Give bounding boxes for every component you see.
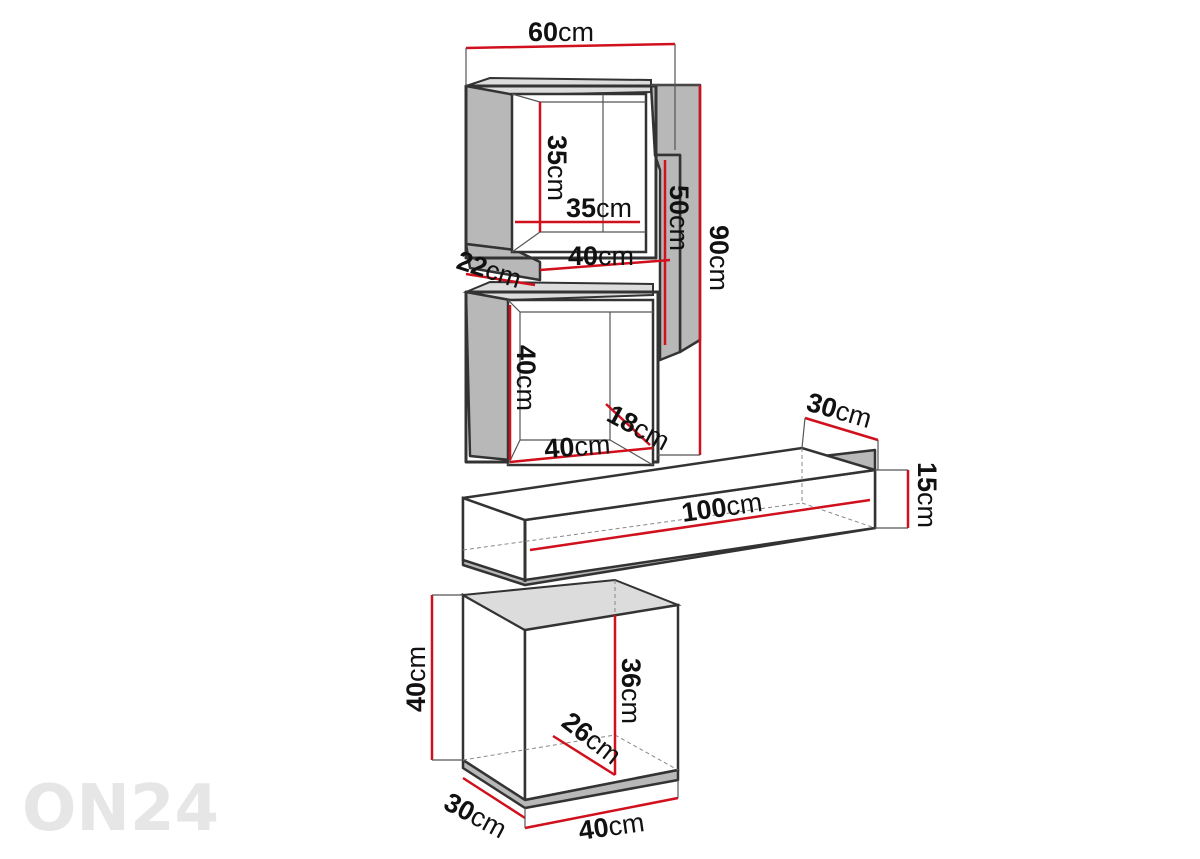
label-shelf-depth: 30cm — [803, 387, 875, 434]
top-cube-left-wall — [464, 84, 517, 252]
dim-line-shelf-length — [529, 498, 871, 552]
bottom-cube-front — [523, 603, 680, 802]
label-top-width: 60cm — [528, 17, 594, 47]
top-cube — [464, 76, 702, 362]
label-total-height: 90cm — [704, 225, 734, 291]
label-middle-width: 40cm — [543, 429, 611, 464]
dim-line-shelf-depth — [804, 416, 879, 442]
top-cube-frame — [464, 84, 658, 260]
label-side-height: 50cm — [664, 185, 694, 251]
label-bottom-height: 40cm — [401, 646, 431, 712]
middle-cube-left-wall — [464, 290, 512, 462]
side-panel-front — [653, 153, 682, 362]
label-middle-inner-height: 40cm — [511, 345, 541, 411]
label-top-inner-height: 35cm — [542, 135, 572, 201]
label-bottom-inner-height: 36cm — [616, 658, 646, 724]
dim-line-bottom-width — [524, 796, 679, 830]
dim-line-upper-depth — [465, 272, 536, 287]
label-top-outer-width: 40cm — [568, 241, 634, 271]
dim-line-top-width — [465, 42, 676, 50]
label-bottom-width: 40cm — [577, 807, 647, 846]
watermark-logo: ON24 — [22, 772, 219, 846]
top-cube-opening — [510, 92, 648, 254]
dim-line-top-outer-width — [539, 258, 671, 272]
label-shelf-length: 100cm — [680, 487, 764, 528]
bottom-cube — [459, 578, 682, 810]
dim-line-middle-width — [509, 446, 654, 464]
top-cube-bottom — [464, 242, 542, 282]
dim-line-bottom-depth — [462, 776, 526, 820]
label-shelf-height: 15cm — [912, 462, 942, 528]
dimension-labels: 60cm 35cm 35cm 40cm 50cm 90cm 22cm 40cm … — [401, 17, 942, 846]
middle-cube-opening — [506, 298, 655, 467]
dimension-lines — [430, 42, 910, 830]
label-top-inner-width: 35cm — [566, 193, 632, 223]
dim-line-middle-inner-depth — [605, 403, 651, 446]
middle-cube — [462, 280, 660, 467]
long-shelf — [461, 446, 877, 587]
dim-line-bottom-inner-depth — [552, 734, 616, 777]
label-bottom-depth: 30cm — [439, 787, 511, 844]
